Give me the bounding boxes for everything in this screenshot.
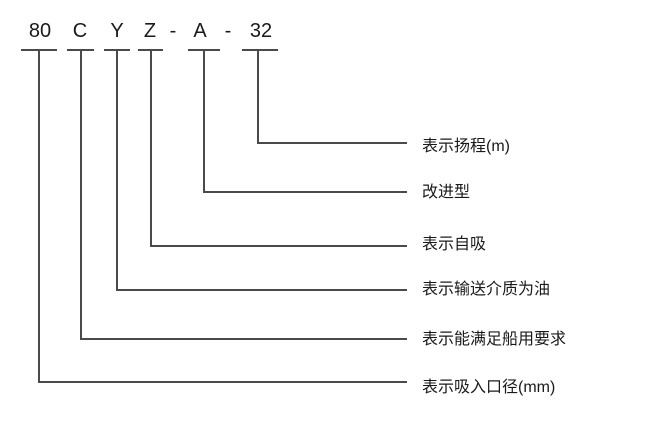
leader-80 (38, 50, 407, 383)
code-segment-y: Y (110, 20, 124, 42)
code-segment-dash-1: - (169, 20, 177, 42)
annotation-label-improved-type: 改进型 (422, 184, 471, 201)
annotation-label-inlet-diameter: 表示吸入口径(mm) (422, 379, 556, 396)
leader-32 (257, 50, 407, 144)
code-segment-a: A (193, 20, 207, 42)
annotation-label-self-priming: 表示自吸 (422, 236, 487, 253)
annotation-label-marine-use: 表示能满足船用要求 (422, 331, 567, 348)
code-segment-z: Z (143, 20, 157, 42)
code-segment-80: 80 (28, 20, 52, 42)
annotation-label-oil-medium: 表示输送介质为油 (422, 281, 551, 298)
leader-c (80, 50, 407, 340)
leader-y (116, 50, 407, 291)
annotation-label-head: 表示扬程(m) (422, 138, 510, 155)
leader-a (203, 50, 407, 193)
leader-z (150, 50, 407, 247)
code-segment-dash-2: - (224, 20, 232, 42)
code-segment-32: 32 (249, 20, 273, 42)
code-segment-c: C (72, 20, 88, 42)
